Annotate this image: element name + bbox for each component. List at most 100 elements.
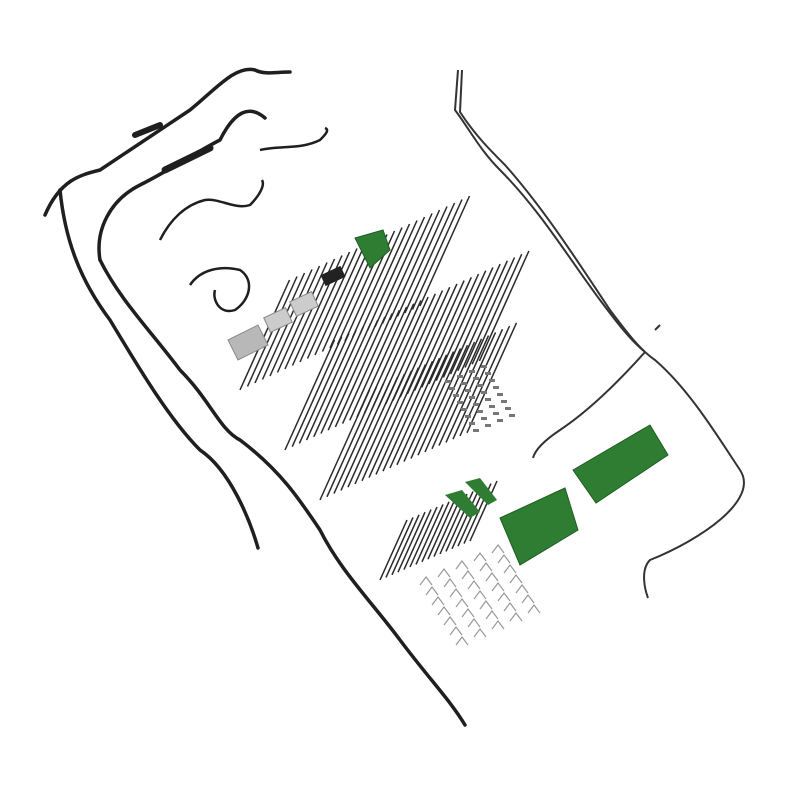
clip [509, 612, 523, 622]
fastener [481, 391, 487, 394]
rod [404, 202, 456, 314]
rod [320, 323, 372, 434]
clip [419, 576, 433, 586]
fastener [469, 422, 475, 425]
clip [443, 616, 457, 626]
fastener [449, 387, 455, 390]
clip [509, 574, 523, 584]
rod [319, 389, 371, 501]
clip [503, 564, 517, 574]
rod [435, 270, 487, 382]
fastener [497, 393, 503, 396]
rod [464, 257, 516, 368]
rod [389, 357, 441, 469]
rod [471, 253, 523, 365]
rod [469, 480, 498, 542]
rod [466, 322, 518, 434]
clip [491, 620, 505, 630]
rod [375, 364, 427, 475]
rod [403, 351, 455, 462]
clip [461, 608, 475, 618]
rod [340, 380, 392, 491]
clip [437, 568, 451, 578]
rod [428, 273, 480, 385]
clip [497, 554, 511, 564]
fastener [457, 401, 463, 404]
fastener [489, 379, 495, 382]
fastener [473, 429, 479, 432]
fastener [473, 403, 479, 406]
rod [374, 216, 426, 328]
clip [473, 552, 487, 562]
rod [424, 341, 476, 453]
clip [491, 582, 505, 592]
fastener [505, 407, 511, 410]
rod [354, 373, 406, 485]
clip [479, 600, 493, 610]
fastener [509, 414, 515, 417]
rod [381, 213, 433, 324]
fastener [485, 424, 491, 427]
rod [333, 383, 385, 494]
rod [411, 199, 463, 310]
clip [467, 580, 481, 590]
fastener [457, 375, 463, 378]
clip [521, 594, 535, 604]
rod [326, 386, 378, 498]
fastener [481, 417, 487, 420]
green-bracket-large [354, 229, 669, 566]
rod [396, 206, 448, 317]
clip [461, 570, 475, 580]
fastener [469, 396, 475, 399]
clip-array [419, 365, 541, 646]
rod [413, 280, 465, 391]
clip [437, 606, 451, 616]
rod [305, 329, 357, 441]
metal-modules [227, 265, 346, 361]
rod [457, 260, 508, 372]
clip [473, 590, 487, 600]
fastener [453, 394, 459, 397]
rod [351, 227, 403, 338]
rod [276, 262, 328, 373]
rod [379, 519, 408, 581]
rod [451, 488, 480, 550]
fastener [493, 412, 499, 415]
rod [321, 241, 373, 352]
fastener [501, 400, 507, 403]
main-harness-left [43, 67, 467, 727]
fastener [461, 382, 467, 385]
clip [425, 586, 439, 596]
rod [341, 313, 393, 424]
rod [269, 265, 321, 377]
rod [327, 319, 379, 431]
harness-right [453, 69, 745, 599]
fastener [485, 398, 491, 401]
harness-upper-middle [158, 126, 329, 313]
rod [417, 344, 469, 456]
rod [438, 335, 490, 446]
rod [314, 244, 366, 356]
fastener [485, 372, 491, 375]
rod [410, 348, 462, 459]
rod [431, 338, 483, 450]
rod [349, 309, 400, 421]
fastener [489, 405, 495, 408]
rod [445, 332, 497, 443]
clip [485, 572, 499, 582]
rod [421, 501, 450, 563]
rod [313, 326, 364, 438]
fastener [445, 380, 451, 383]
fastener [477, 384, 483, 387]
clip [491, 544, 505, 554]
fastener [493, 386, 499, 389]
clip [449, 588, 463, 598]
fastener [481, 365, 487, 368]
rod [409, 506, 438, 568]
rod [389, 209, 441, 321]
clip [485, 610, 499, 620]
rod [382, 360, 434, 472]
rod [368, 367, 420, 478]
rod [359, 223, 411, 335]
